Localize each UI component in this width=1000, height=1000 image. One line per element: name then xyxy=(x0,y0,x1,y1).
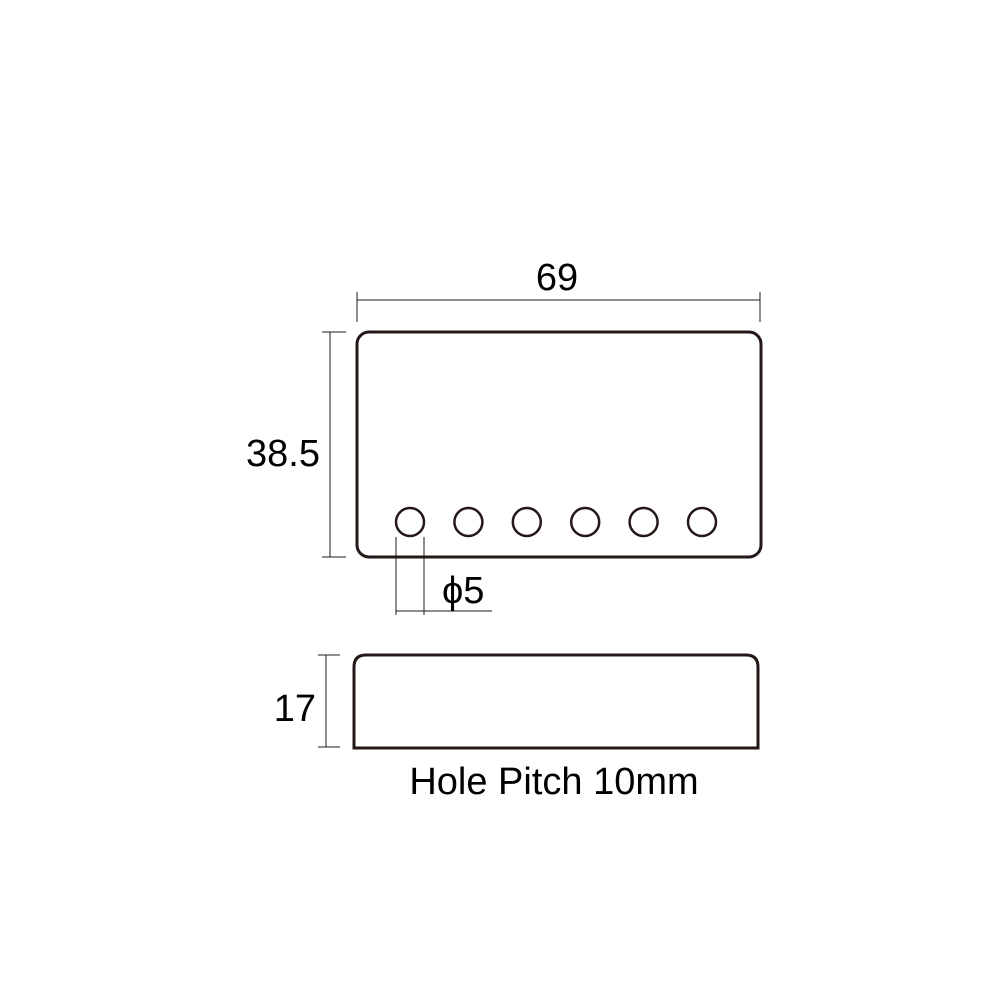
height-label: 38.5 xyxy=(246,433,320,475)
hole-pitch-caption: Hole Pitch 10mm xyxy=(409,761,698,803)
width-dimension: 69 xyxy=(356,257,761,322)
pole-hole xyxy=(453,506,484,538)
depth-label: 17 xyxy=(274,688,316,730)
width-label: 69 xyxy=(536,257,578,299)
hole-diameter-dimension: ϕ5 xyxy=(395,537,492,615)
cover-top-outline xyxy=(355,330,763,559)
pole-holes xyxy=(394,506,718,538)
pole-hole xyxy=(511,506,543,538)
height-dimension: 38.5 xyxy=(246,331,346,558)
depth-dimension: 17 xyxy=(274,654,340,748)
pole-hole xyxy=(569,506,601,538)
hole-diameter-label: ϕ5 xyxy=(442,570,484,612)
pole-hole xyxy=(628,506,659,538)
cover-side-outline xyxy=(352,653,760,750)
pole-hole xyxy=(686,506,718,538)
pole-hole xyxy=(394,506,426,538)
